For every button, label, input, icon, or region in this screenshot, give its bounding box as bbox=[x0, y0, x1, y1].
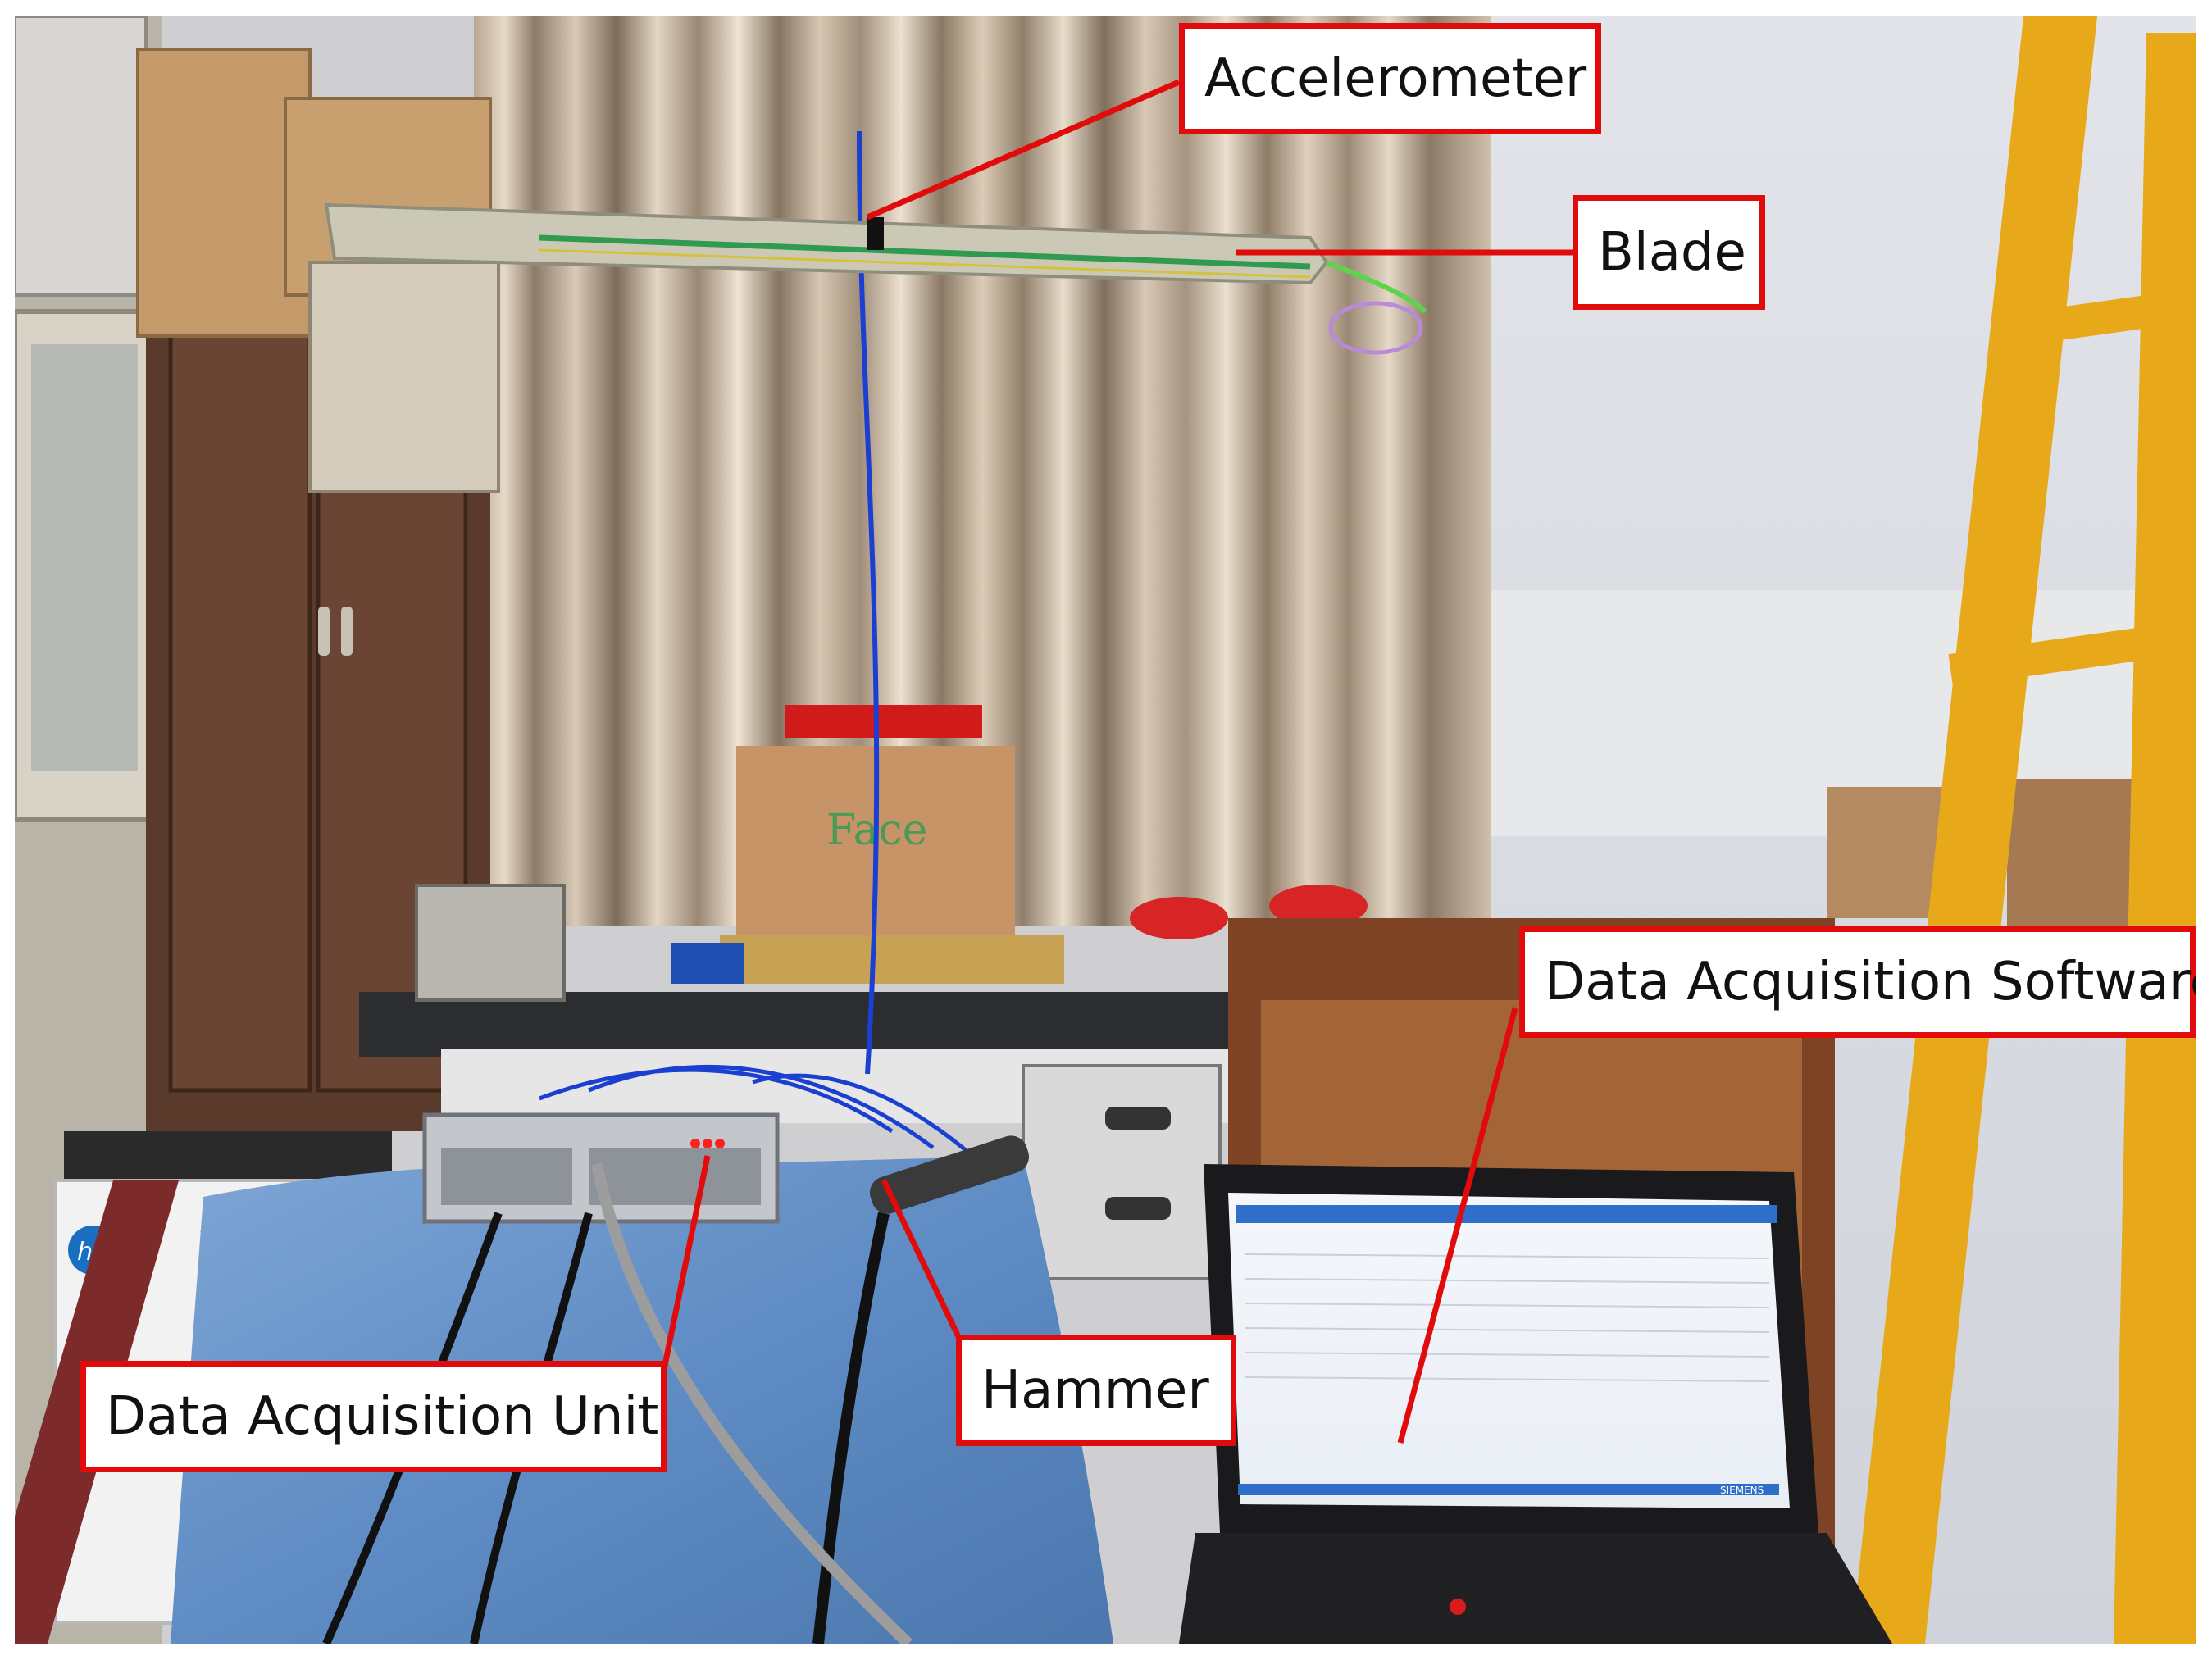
daq-software-label: Data Acquisition Software bbox=[1519, 926, 2196, 1038]
hammer-label: Hammer bbox=[956, 1335, 1236, 1446]
blade-label: Blade bbox=[1573, 195, 1765, 310]
daq-software-label-text: Data Acquisition Software bbox=[1545, 952, 2196, 1012]
accelerometer-label-text: Accelerometer bbox=[1204, 48, 1587, 109]
lab-photo: Face hp serJet bbox=[15, 16, 2196, 1644]
siemens-logo: SIEMENS bbox=[1720, 1485, 1764, 1496]
hammer-label-text: Hammer bbox=[981, 1360, 1209, 1421]
photo-illustration: Face hp serJet bbox=[15, 16, 2196, 1644]
daq-unit-label: Data Acquisition Unit bbox=[80, 1361, 667, 1472]
blade-label-text: Blade bbox=[1598, 222, 1746, 283]
accelerometer-label: Accelerometer bbox=[1179, 23, 1601, 134]
daq-unit-label-text: Data Acquisition Unit bbox=[106, 1386, 659, 1447]
